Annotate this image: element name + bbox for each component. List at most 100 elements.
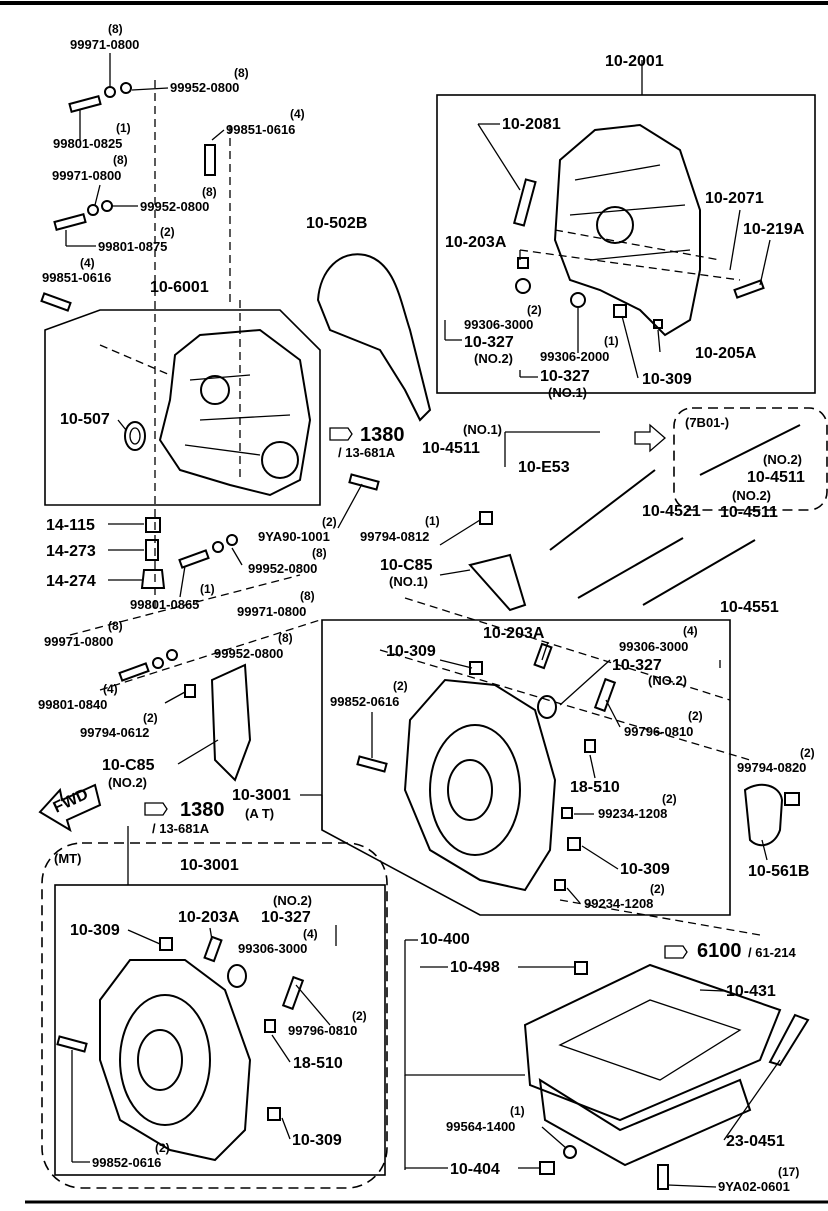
qty-label: (8) — [234, 66, 249, 80]
part-label-99852-0616: 99852-0616 — [92, 1155, 161, 1170]
tension-bolt-7B01-box — [673, 407, 828, 511]
baffle-plate-no2 — [210, 663, 252, 782]
intermediate-housing-group — [321, 511, 800, 936]
intermediate-guides — [379, 597, 761, 936]
part-label-10-309: 10-309 — [70, 922, 120, 939]
sub-label: (NO.2) — [108, 775, 147, 790]
bolt-99796-0810-b — [281, 975, 305, 1011]
bolt-99794-0612 — [184, 684, 196, 698]
front-housing-guides — [519, 229, 741, 281]
qty-label: (8) — [312, 546, 327, 560]
rear-housing-bore — [137, 1029, 183, 1091]
part-label-99794-0812: 99794-0812 — [360, 529, 429, 544]
stud-99851-0616-a — [204, 144, 216, 176]
labels: (8) 99971-0800 (8) 99952-0800 (1) 99801-… — [38, 22, 815, 1194]
part-label-10-561B: 10-561B — [748, 863, 809, 880]
qty-label: (2) — [155, 1141, 170, 1155]
washer-99971-0800-d — [152, 657, 164, 669]
ref-sub-label: / 61-214 — [748, 945, 796, 960]
bolt-10-4511-no2 — [699, 424, 801, 476]
part-label-99971-0800: 99971-0800 — [237, 604, 306, 619]
sub-label: (NO.2) — [648, 673, 687, 688]
part-label-10-E53: 10-E53 — [518, 459, 570, 476]
oil-pan-well — [558, 999, 742, 1081]
washer-99952-0800-c — [226, 534, 238, 546]
pointing-hand-icon — [329, 427, 353, 441]
tension-bolt-group — [504, 407, 828, 606]
qty-label: (4) — [290, 107, 305, 121]
qty-label: (2) — [662, 792, 677, 806]
part-label-99796-0810: 99796-0810 — [624, 724, 693, 739]
pin-10-203A-c — [203, 935, 223, 963]
bolt-10-4521 — [577, 537, 684, 599]
sub-label: (NO.1) — [389, 574, 428, 589]
part-label-10-4511: 10-4511 — [747, 469, 805, 486]
washer-99971-0800-c — [212, 541, 224, 553]
bolt-10-E53 — [549, 469, 656, 551]
part-label-99306-3000: 99306-3000 — [238, 941, 307, 956]
fwd-arrow-outline — [38, 783, 102, 833]
bolt-99801-0875 — [53, 213, 87, 231]
front-housing-ribs — [569, 164, 691, 261]
mt-rear-housing-group — [41, 842, 388, 1189]
part-label-99234-1208: 99234-1208 — [584, 896, 653, 911]
part-label-99971-0800: 99971-0800 — [52, 168, 121, 183]
sub-label: (NO.2) — [732, 488, 771, 503]
part-label-99234-1208: 99234-1208 — [598, 806, 667, 821]
part-label-23-0451: 23-0451 — [726, 1133, 785, 1150]
top-bolt-set — [40, 82, 216, 312]
arrow-icon — [634, 423, 666, 453]
washer-99952-0800-d — [166, 649, 178, 661]
pointing-hand-icon — [144, 802, 168, 816]
ref-label-1380: 1380 — [360, 424, 405, 446]
qty-label: (2) — [650, 882, 665, 896]
oil-pan-group — [404, 940, 810, 1190]
part-label-99971-0800: 99971-0800 — [70, 37, 139, 52]
stud-10-2081 — [512, 178, 537, 227]
part-label-10-6001: 10-6001 — [150, 279, 209, 296]
part-label-10-203A: 10-203A — [178, 909, 240, 926]
part-label-10-309: 10-309 — [620, 861, 670, 878]
dipstick-tube — [768, 1013, 810, 1067]
baffle-plate-no1 — [468, 553, 527, 612]
part-label-99801-0875: 99801-0875 — [98, 239, 167, 254]
mt-label: (MT) — [54, 851, 81, 866]
front-cover-boss — [261, 441, 299, 479]
washer-99971-0800-b — [87, 204, 99, 216]
qty-label: (8) — [202, 185, 217, 199]
part-label-99306-3000: 99306-3000 — [464, 317, 533, 332]
qty-label: (1) — [604, 334, 619, 348]
part-label-18-510: 18-510 — [570, 779, 620, 796]
bolt-10-4511 — [642, 539, 756, 606]
part-label-99801-0865: 99801-0865 — [130, 597, 199, 612]
ref-label-6100: 6100 — [697, 940, 742, 962]
qty-label: (2) — [688, 709, 703, 723]
mt-frame — [54, 884, 386, 1176]
part-label-10-309: 10-309 — [386, 643, 436, 660]
part-label-10-4521: 10-4521 — [642, 503, 701, 520]
part-label-10-4551: 10-4551 — [720, 599, 779, 616]
washer-99971-0800-a — [104, 86, 116, 98]
part-label-10-C85: 10-C85 — [102, 757, 155, 774]
part-label-99306-2000: 99306-2000 — [540, 349, 609, 364]
part-label-10-431: 10-431 — [726, 983, 776, 1000]
part-label-10-327: 10-327 — [540, 368, 590, 385]
drain-plug-10-404 — [539, 1161, 555, 1175]
plug-99234-1208-b — [554, 879, 566, 891]
part-label-99796-0810: 99796-0810 — [288, 1023, 357, 1038]
intermediate-housing-ring — [429, 724, 521, 856]
ring-99306-3000-b — [537, 695, 557, 719]
washer-99952-0800-b — [101, 200, 113, 212]
part-label-99852-0616: 99852-0616 — [330, 694, 399, 709]
sub-label: (NO.2) — [273, 893, 312, 908]
plug-99234-1208-a — [561, 807, 573, 819]
front-cover-gasket — [316, 253, 432, 422]
part-label-10-3001: 10-3001 — [232, 787, 291, 804]
qty-label: (2) — [160, 225, 175, 239]
qty-label: (8) — [108, 22, 123, 36]
part-14-273 — [145, 539, 159, 561]
ring-99306-3000-a — [515, 278, 531, 294]
part-label-99851-0616: 99851-0616 — [42, 270, 111, 285]
qty-label: (2) — [352, 1009, 367, 1023]
part-label-10-327: 10-327 — [612, 657, 662, 674]
